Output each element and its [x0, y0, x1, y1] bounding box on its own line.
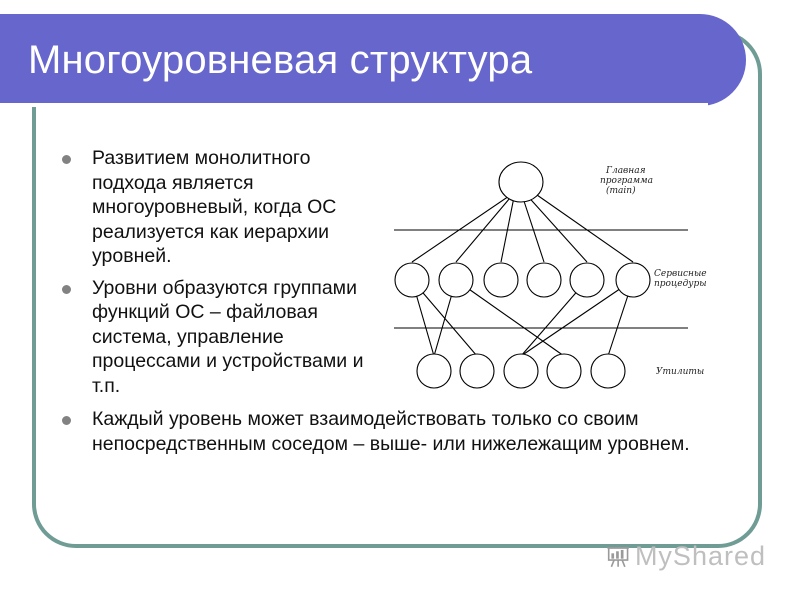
edge [455, 191, 516, 263]
label-service-line2: процедуры [654, 279, 707, 289]
label-main-line1: Главная [605, 166, 646, 176]
title-bar [0, 14, 746, 106]
node-service [526, 262, 562, 298]
bullet-text: Каждый уровень может взаимодействовать т… [92, 408, 690, 455]
edge [455, 279, 565, 357]
presentation-board-icon [607, 547, 629, 568]
bullet-item: Уровни образуются группами функций ОС – … [62, 276, 382, 399]
node-service [394, 262, 430, 298]
edge [523, 191, 588, 263]
bullet-item: Каждый уровень может взаимодействовать т… [62, 407, 792, 456]
node-service [615, 262, 651, 298]
edge [520, 279, 634, 357]
node-utility [503, 353, 539, 389]
label-utilities: Утилиты [656, 367, 704, 377]
node-utility [546, 353, 582, 389]
edge [520, 191, 545, 263]
bullet-list: Развитием монолитного подхода является м… [62, 146, 792, 456]
bullet-text: Уровни образуются группами функций ОС – … [92, 276, 364, 397]
label-main-line3: (main) [606, 185, 636, 196]
node-main [498, 161, 544, 203]
node-service [438, 262, 474, 298]
node-utility [459, 353, 495, 389]
node-service [569, 262, 605, 298]
node-utility [590, 353, 626, 389]
label-service-line1: Сервисные [654, 269, 707, 279]
bullet-dot-icon [62, 155, 71, 164]
bullet-item: Развитием монолитного подхода является м… [62, 146, 372, 269]
slide-title: Многоуровневая структура [28, 38, 533, 82]
bullet-dot-icon [62, 416, 71, 425]
layer-diagram: Главная программа (main) Сервисные проце… [394, 161, 707, 389]
title-underline [0, 103, 708, 107]
bullet-text: Развитием монолитного подхода является м… [92, 147, 337, 267]
label-main-line2: программа [600, 176, 653, 186]
watermark-text: MyShared [634, 540, 766, 571]
node-service [483, 262, 519, 298]
node-utility [416, 353, 452, 389]
bullet-dot-icon [62, 284, 71, 294]
edge [526, 187, 634, 263]
edge [411, 191, 516, 263]
watermark: MyShared [606, 536, 766, 576]
edge [500, 191, 516, 263]
